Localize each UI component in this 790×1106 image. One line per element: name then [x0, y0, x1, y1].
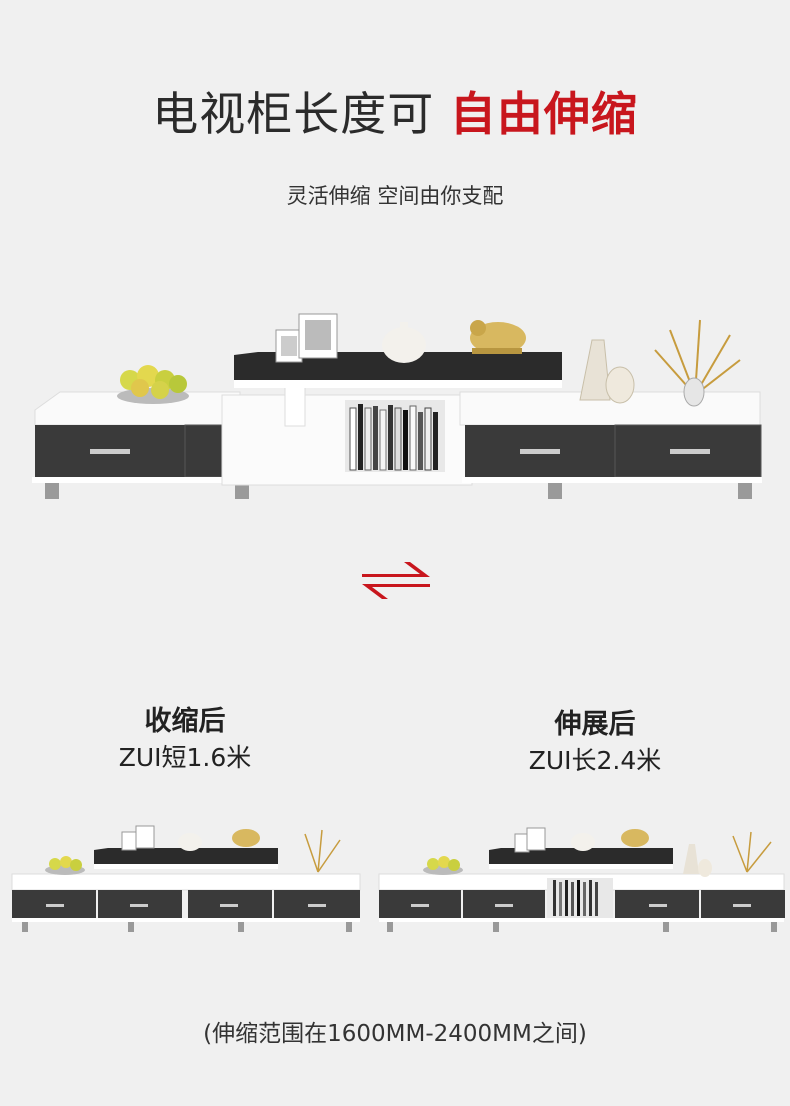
decor-vases-right — [579, 339, 635, 404]
retracted-dimension: ZUI短1.6米 — [118, 743, 252, 772]
dried-flowers — [654, 319, 741, 407]
title-accent: 自由伸缩 — [449, 87, 638, 141]
books — [349, 404, 438, 471]
page-title: 电视柜长度可 自由伸缩 — [0, 78, 790, 144]
subtitle: 灵活伸缩 空间由你支配 — [286, 184, 504, 208]
swap-arrows-icon — [362, 562, 430, 599]
tv-cabinet-extended-small — [378, 827, 785, 932]
fruit-bowl — [117, 365, 189, 404]
range-footnote: (伸缩范围在1600MM-2400MM之间) — [203, 1021, 587, 1047]
gold-sculpture — [470, 320, 526, 354]
retracted-title: 收缩后 — [144, 706, 226, 737]
extended-title: 伸展后 — [554, 709, 636, 740]
tv-cabinet-retracted — [11, 825, 361, 932]
white-vase — [382, 327, 426, 363]
tv-cabinet-extended-main — [32, 313, 762, 499]
extended-label: 伸展后 ZUI长2.4米 — [495, 708, 695, 780]
title-plain: 电视柜长度可 — [152, 87, 435, 141]
retracted-label: 收缩后 ZUI短1.6米 — [85, 705, 285, 777]
picture-frames — [275, 313, 338, 363]
extended-dimension: ZUI长2.4米 — [528, 746, 662, 775]
